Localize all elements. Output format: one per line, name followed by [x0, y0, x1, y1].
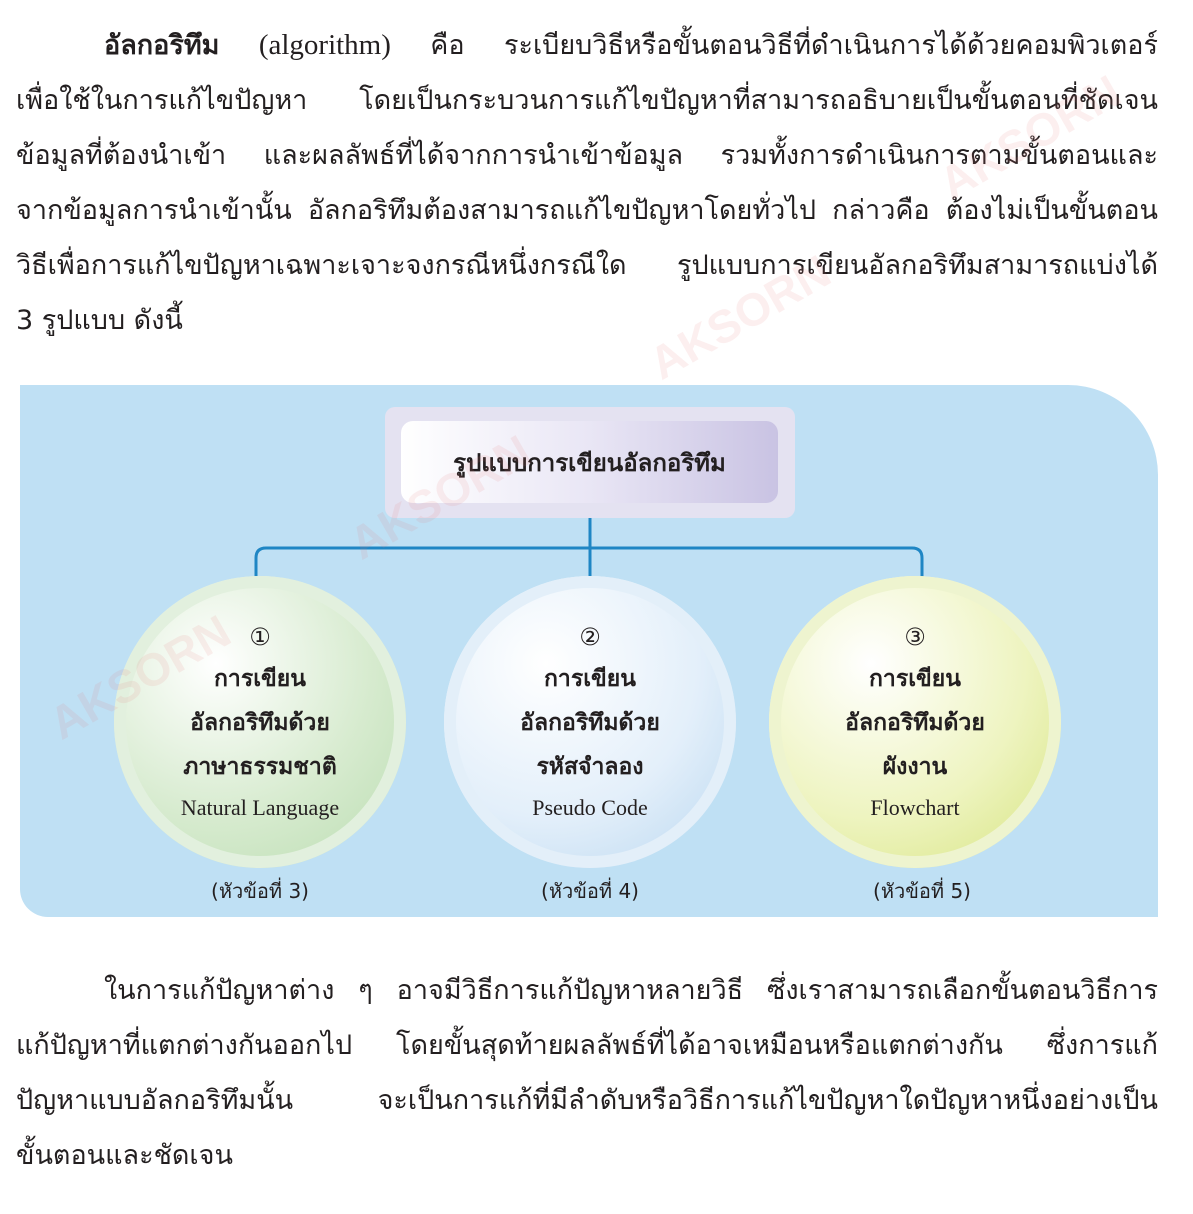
closing-paragraph: ในการแก้ปัญหาต่าง ๆ อาจมีวิธีการแก้ปัญหา…: [16, 963, 1158, 1183]
method-natural-language: ① การเขียน อัลกอริทึมด้วย ภาษาธรรมชาติ N…: [114, 576, 406, 868]
method-english: Pseudo Code: [532, 795, 648, 820]
number-badge: ②: [579, 623, 601, 651]
method-flowchart: ③ การเขียน อัลกอริทึมด้วย ผังงาน Flowcha…: [769, 576, 1061, 868]
diagram-title: รูปแบบการเขียนอัลกอริทึม: [401, 421, 778, 503]
paragraph-line: ขั้นตอนและชัดเจน: [16, 1140, 233, 1171]
caption-topic-4: (หัวข้อที่ 4): [541, 879, 639, 903]
method-english: Natural Language: [180, 795, 340, 820]
term-english: (algorithm): [258, 29, 391, 61]
method-label: อัลกอริทึมด้วย: [845, 710, 985, 736]
paragraph-line: แก้ปัญหาที่แตกต่างกันออกไป โดยขั้นสุดท้า…: [16, 1030, 1158, 1061]
paragraph-line: อัลกอริทึม (algorithm) คือ ระเบียบวิธีหร…: [16, 18, 1158, 73]
paragraph-line: 3 รูปแบบ ดังนี้: [16, 305, 183, 336]
caption-topic-3: (หัวข้อที่ 3): [211, 879, 309, 903]
paragraph-text: คือ ระเบียบวิธีหรือขั้นตอนวิธีที่ดำเนินก…: [430, 30, 1158, 61]
number-badge: ①: [249, 623, 271, 651]
number-badge: ③: [904, 623, 926, 651]
paragraph-line: ปัญหาแบบอัลกอริทึมนั้น จะเป็นการแก้ที่มี…: [16, 1085, 1158, 1116]
paragraph-line: ข้อมูลที่ต้องนำเข้า และผลลัพธ์ที่ได้จากก…: [16, 140, 1158, 171]
method-pseudo-code: ② การเขียน อัลกอริทึมด้วย รหัสจำลอง Pseu…: [444, 576, 736, 868]
method-label: การเขียน: [214, 666, 306, 692]
method-label: ภาษาธรรมชาติ: [183, 754, 337, 780]
method-label: รหัสจำลอง: [536, 754, 644, 780]
intro-paragraph: อัลกอริทึม (algorithm) คือ ระเบียบวิธีหร…: [16, 18, 1158, 348]
term-algorithm: อัลกอริทึม: [104, 30, 220, 61]
paragraph-line: ในการแก้ปัญหาต่าง ๆ อาจมีวิธีการแก้ปัญหา…: [104, 975, 1158, 1006]
caption-topic-5: (หัวข้อที่ 5): [873, 879, 971, 903]
method-label: อัลกอริทึมด้วย: [520, 710, 660, 736]
method-label: การเขียน: [544, 666, 636, 692]
method-label: การเขียน: [869, 666, 961, 692]
method-label: ผังงาน: [882, 754, 948, 780]
paragraph-line: วิธีเพื่อการแก้ไขปัญหาเฉพาะเจาะจงกรณีหนึ…: [16, 250, 1158, 281]
paragraph-line: เพื่อใช้ในการแก้ไขปัญหา โดยเป็นกระบวนการ…: [16, 85, 1158, 116]
method-label: อัลกอริทึมด้วย: [190, 710, 330, 736]
paragraph-line: จากข้อมูลการนำเข้านั้น อัลกอริทึมต้องสาม…: [16, 195, 1158, 226]
method-english: Flowchart: [870, 795, 960, 820]
